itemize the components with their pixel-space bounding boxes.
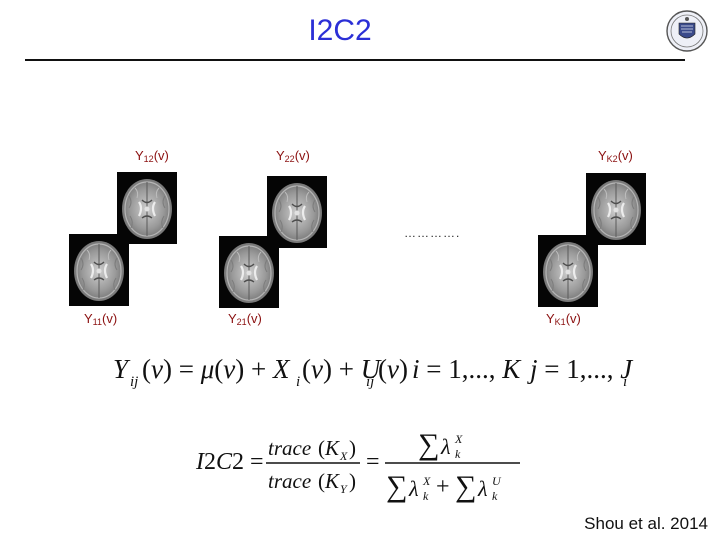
brain-scan-yk1 [538, 235, 598, 307]
svg-text:+: + [436, 474, 450, 500]
svg-text:trace: trace [268, 436, 311, 460]
i2c2-equation: I2C2 = trace (K X ) trace (K Y ) = ∑ λ X… [0, 418, 720, 508]
label-y22: Y22(v) [276, 148, 310, 164]
ellipsis: …………. [404, 226, 461, 240]
svg-text:λ: λ [477, 476, 488, 501]
university-seal-icon [666, 10, 708, 52]
svg-text:X: X [339, 449, 348, 463]
svg-text:∑: ∑ [386, 470, 407, 503]
svg-text:=: = [366, 449, 380, 475]
svg-text:): ) [349, 436, 356, 460]
svg-text:k: k [455, 447, 461, 461]
brain-scan-y11 [69, 234, 129, 306]
svg-text:ij: ij [366, 374, 374, 390]
label-y21: Y21(v) [228, 311, 262, 327]
svg-text:ij: ij [130, 374, 138, 390]
svg-text:(v) + U: (v) + U [302, 354, 382, 384]
label-yk2: YK2(v) [598, 148, 633, 164]
svg-text:trace: trace [268, 469, 311, 493]
svg-text:λ: λ [408, 476, 419, 501]
slide-title: I2C2 [308, 14, 372, 47]
svg-text:i: i [623, 374, 627, 390]
svg-text:I2C2 =: I2C2 = [195, 449, 264, 475]
label-yk1: YK1(v) [546, 311, 581, 327]
label-y11: Y11(v) [84, 311, 118, 327]
svg-text:∑: ∑ [455, 470, 476, 503]
svg-text:(v) = μ(v) + X: (v) = μ(v) + X [142, 354, 291, 384]
svg-text:X: X [422, 474, 431, 488]
svg-text:j = 1,..., J: j = 1,..., J [527, 354, 634, 384]
svg-text:k: k [492, 489, 498, 503]
svg-text:k: k [423, 489, 429, 503]
svg-text:i: i [296, 374, 300, 390]
svg-text:Y: Y [113, 354, 131, 384]
label-y12: Y12(v) [135, 148, 169, 164]
svg-text:λ: λ [440, 434, 451, 459]
svg-text:U: U [492, 474, 502, 488]
svg-text:(v): (v) [378, 354, 408, 384]
svg-text:(K: (K [318, 436, 340, 460]
citation: Shou et al. 2014 [584, 514, 708, 533]
svg-text:Y: Y [340, 482, 348, 496]
svg-text:): ) [349, 469, 356, 493]
title-divider [25, 59, 685, 61]
svg-text:(K: (K [318, 469, 340, 493]
brain-scan-y12 [117, 172, 177, 244]
svg-text:X: X [454, 432, 463, 446]
brain-scan-yk2 [586, 173, 646, 245]
model-equation: Y ij (v) = μ(v) + X i (v) + U ij (v) i =… [0, 340, 720, 400]
brain-scan-y21 [219, 236, 279, 308]
svg-text:∑: ∑ [418, 428, 439, 461]
svg-text:i = 1,..., K: i = 1,..., K [412, 354, 522, 384]
